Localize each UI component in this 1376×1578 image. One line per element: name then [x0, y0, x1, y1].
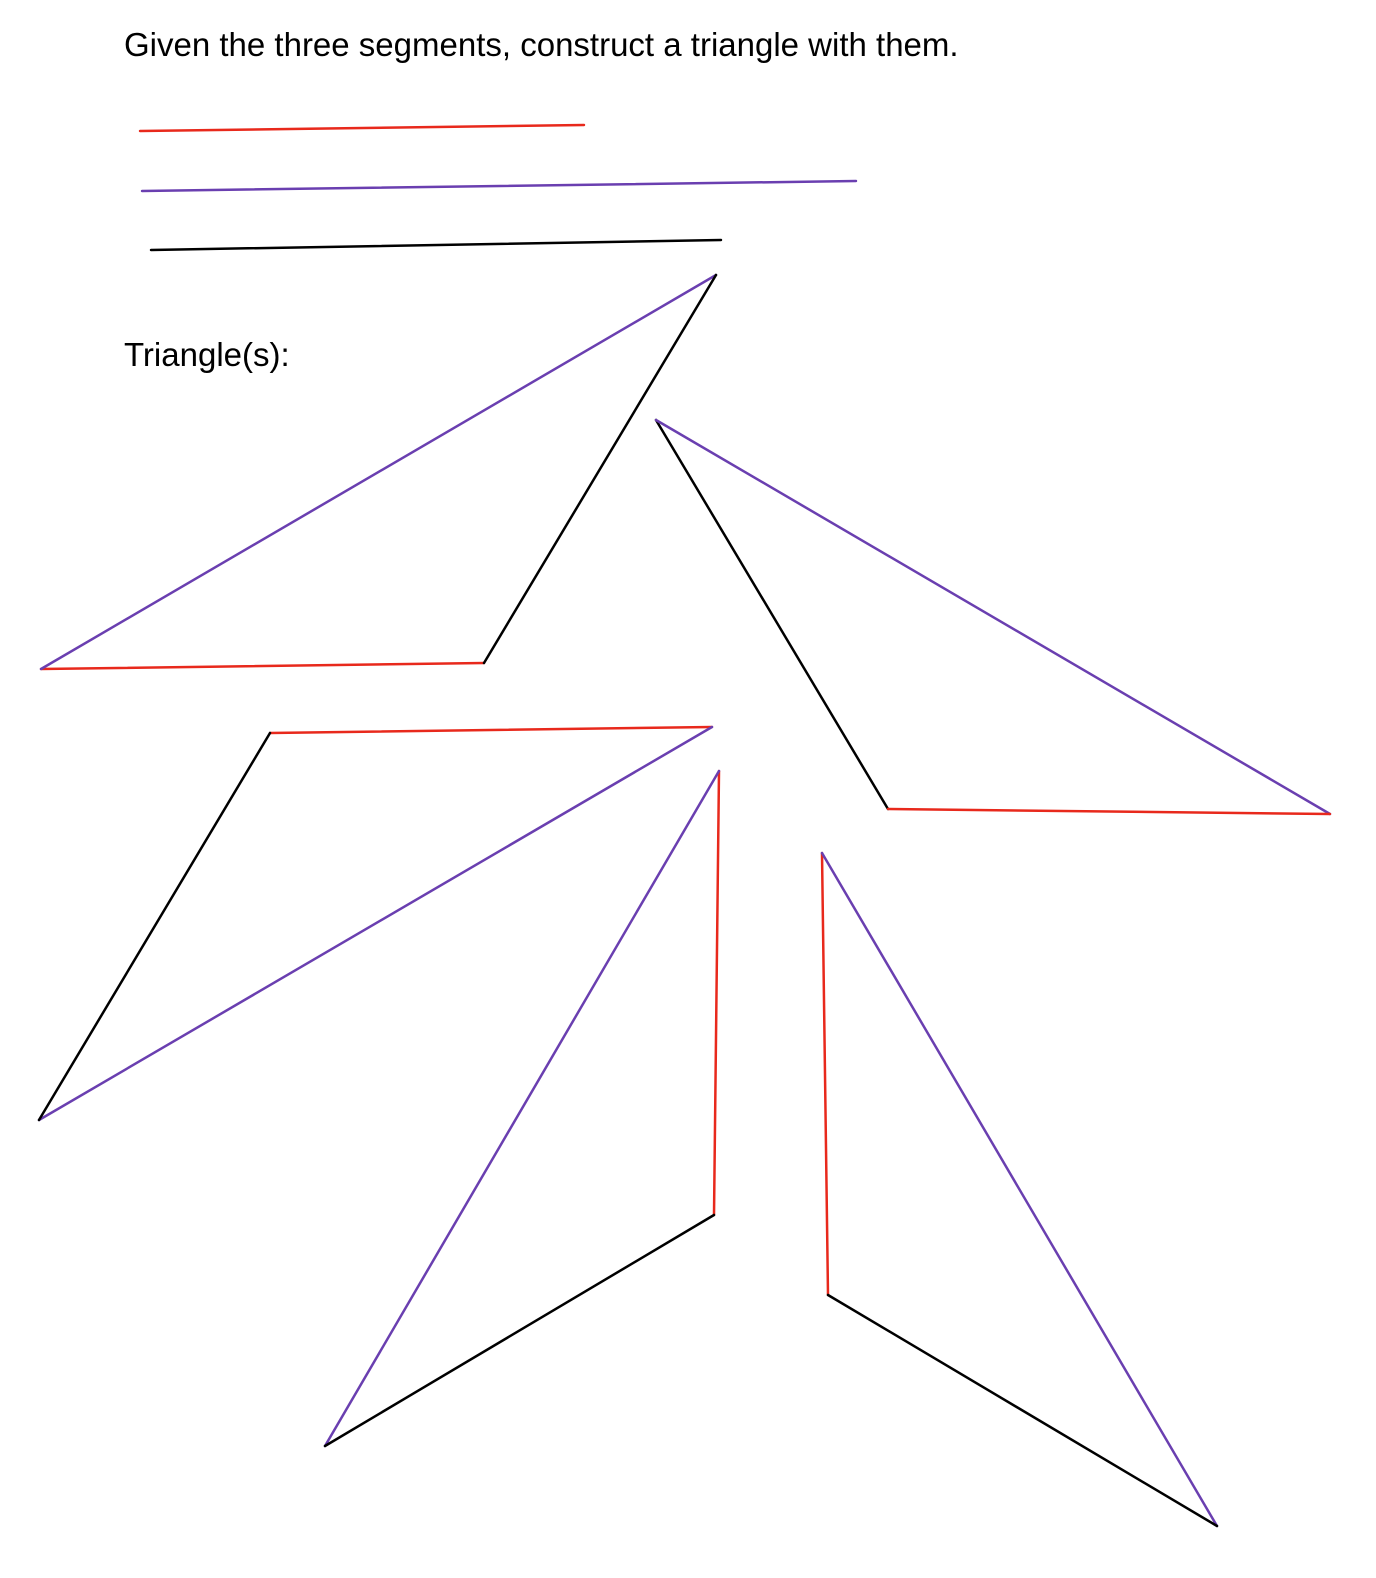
triangle-4-purple-side [323, 769, 721, 1448]
triangle-1-black-side [482, 273, 718, 665]
triangle-2-red-side [886, 807, 1332, 816]
triangle-5-red-side [820, 851, 830, 1297]
triangles-label: Triangle(s): [124, 336, 290, 373]
triangle-2-black-side [654, 418, 890, 811]
triangle-5 [820, 851, 1219, 1528]
triangle-2 [654, 418, 1332, 816]
triangle-3-purple-side [37, 725, 714, 1122]
triangle-3-red-side [268, 725, 714, 735]
given-segments [138, 123, 858, 252]
triangle-3-black-side [37, 731, 272, 1122]
triangle-3 [37, 725, 714, 1122]
triangle-1 [39, 273, 718, 671]
given-segment-red [138, 123, 586, 133]
triangle-1-red-side [39, 661, 486, 671]
triangle-4-red-side [712, 769, 721, 1217]
given-segment-black [149, 238, 723, 252]
triangle-5-black-side [826, 1293, 1219, 1528]
given-segment-purple [140, 179, 858, 193]
prompt-text: Given the three segments, construct a tr… [124, 26, 959, 63]
triangle-4-black-side [323, 1213, 716, 1448]
triangle-1-purple-side [39, 273, 718, 671]
triangle-2-purple-side [654, 418, 1332, 816]
triangle-4 [323, 769, 721, 1448]
triangle-5-purple-side [820, 851, 1219, 1528]
